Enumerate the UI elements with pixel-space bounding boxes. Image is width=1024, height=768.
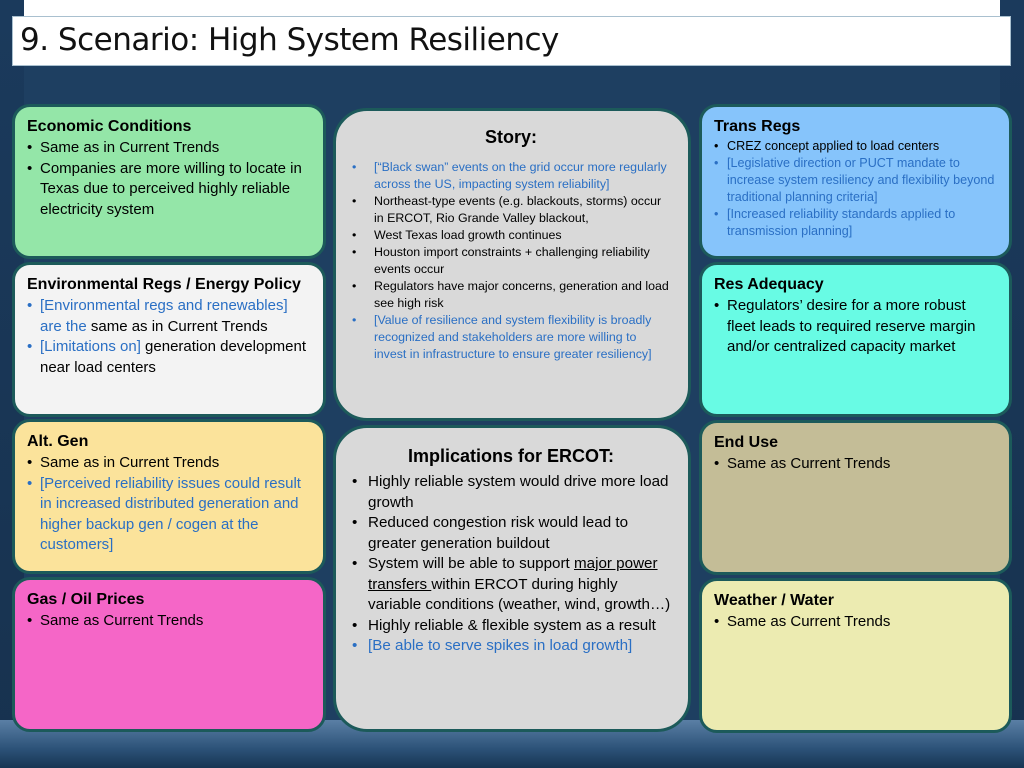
- list-item: [“Black swan” events on the grid occur m…: [350, 159, 672, 193]
- title-bar: [12, 16, 1011, 66]
- plain-text: within ERCOT during highly variable cond…: [368, 575, 671, 614]
- list-item: System will be able to support major pow…: [350, 554, 672, 616]
- plain-text: same as in Current Trends: [86, 317, 268, 335]
- environmental-regs-title: Environmental Regs / Energy Policy: [27, 276, 301, 293]
- list-item: [Increased reliability standards applied…: [714, 206, 997, 240]
- list-item: Same as Current Trends: [27, 611, 311, 632]
- list-item: Same as Current Trends: [714, 454, 997, 475]
- list-item: [Perceived reliability issues could resu…: [27, 474, 311, 556]
- economic-conditions-box: Economic Conditions Same as in Current T…: [12, 104, 326, 259]
- bracketed-text: [Environmental regs and renewables] are …: [40, 297, 288, 335]
- end-use-box: End Use Same as Current Trends: [699, 420, 1012, 575]
- list-item: [Limitations on] generation development …: [27, 337, 311, 378]
- list-item: Northeast-type events (e.g. blackouts, s…: [350, 193, 672, 227]
- list-item: Same as in Current Trends: [27, 453, 311, 474]
- economic-conditions-title: Economic Conditions: [27, 118, 192, 135]
- list-item: Same as Current Trends: [714, 612, 997, 633]
- list-item: CREZ concept applied to load centers: [714, 138, 997, 155]
- weather-water-title: Weather / Water: [714, 592, 835, 609]
- list-item: Highly reliable system would drive more …: [350, 472, 672, 513]
- environmental-regs-box: Environmental Regs / Energy Policy [Envi…: [12, 262, 326, 417]
- plain-text: generation development near load centers: [40, 338, 307, 376]
- list-item: Companies are more willing to locate in …: [27, 159, 311, 221]
- story-title: Story:: [484, 127, 537, 147]
- implications-title: Implications for ERCOT:: [407, 446, 614, 466]
- trans-regs-title: Trans Regs: [714, 118, 801, 135]
- trans-regs-box: Trans Regs CREZ concept applied to load …: [699, 104, 1012, 259]
- gas-oil-prices-box: Gas / Oil Prices Same as Current Trends: [12, 577, 326, 732]
- list-item: Regulators’ desire for a more robust fle…: [714, 296, 997, 358]
- gas-oil-prices-title: Gas / Oil Prices: [27, 591, 145, 608]
- res-adequacy-title: Res Adequacy: [714, 276, 824, 293]
- bracketed-text: [Limitations on]: [40, 338, 141, 355]
- res-adequacy-box: Res Adequacy Regulators’ desire for a mo…: [699, 262, 1012, 417]
- alt-gen-title: Alt. Gen: [27, 433, 89, 450]
- list-item: [Be able to serve spikes in load growth]: [350, 636, 672, 657]
- alt-gen-box: Alt. Gen Same as in Current Trends [Perc…: [12, 419, 326, 574]
- list-item: [Legislative direction or PUCT mandate t…: [714, 155, 997, 206]
- list-item: West Texas load growth continues: [350, 227, 672, 244]
- slide-title: 9. Scenario: High System Resiliency: [20, 22, 559, 58]
- implications-box: Implications for ERCOT: Highly reliable …: [333, 425, 691, 732]
- weather-water-box: Weather / Water Same as Current Trends: [699, 578, 1012, 733]
- list-item: Highly reliable & flexible system as a r…: [350, 616, 672, 637]
- list-item: Same as in Current Trends: [27, 138, 311, 159]
- list-item: Reduced congestion risk would lead to gr…: [350, 513, 672, 554]
- list-item: Regulators have major concerns, generati…: [350, 278, 672, 312]
- end-use-title: End Use: [714, 434, 779, 451]
- list-item: Houston import constraints + challenging…: [350, 244, 672, 278]
- underlined-text: major power transfers: [368, 555, 658, 593]
- story-box: Story: [“Black swan” events on the grid …: [333, 108, 691, 421]
- list-item: [Environmental regs and renewables] are …: [27, 296, 311, 337]
- plain-text: System will be able to support: [368, 555, 574, 572]
- list-item: [Value of resilience and system flexibil…: [350, 312, 672, 363]
